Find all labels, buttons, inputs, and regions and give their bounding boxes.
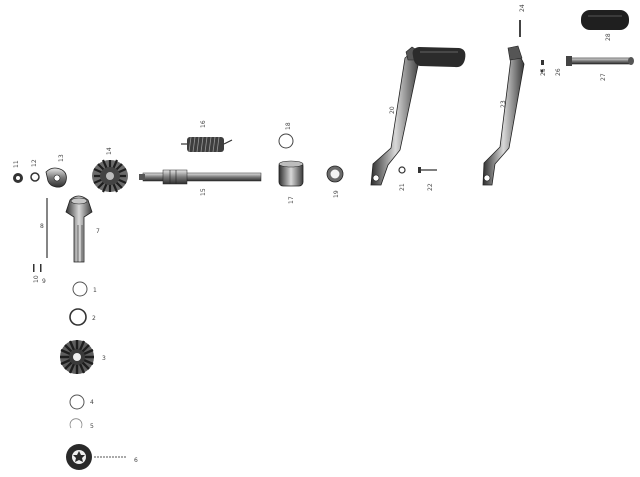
washer-part-10 [33, 264, 35, 272]
spacer-part-9 [40, 264, 42, 272]
part-label-8: 8 [40, 223, 44, 230]
circlip-part-1 [72, 281, 88, 297]
cam-part-13 [45, 167, 67, 188]
footrest-rod-part-27 [566, 56, 634, 66]
spring-clip-part-25 [541, 60, 544, 65]
part-label-12: 12 [31, 159, 38, 167]
part-label-3: 3 [102, 355, 106, 362]
part-label-21: 21 [399, 183, 406, 191]
washer-part-12 [30, 172, 40, 182]
part-label-7: 7 [96, 228, 100, 235]
circlip-part-2 [69, 308, 87, 326]
part-label-6: 6 [134, 457, 138, 464]
bushing-part-17 [278, 160, 304, 187]
toothed-ring-part-6 [66, 444, 127, 470]
part-label-25: 25 [540, 68, 547, 76]
bolt-part-22 [418, 167, 437, 173]
ring-part-18 [278, 133, 294, 149]
shaft-part-15 [139, 169, 262, 185]
part-label-24: 24 [519, 4, 526, 12]
kickstart-lever-part-20 [370, 46, 421, 186]
part-label-15: 15 [200, 188, 207, 196]
part-label-9: 9 [42, 278, 46, 285]
part-label-19: 19 [333, 190, 340, 198]
pinion-shaft-part-7 [65, 195, 93, 263]
part-label-26: 26 [555, 68, 562, 76]
part-label-23: 23 [500, 100, 507, 108]
rubber-grip-part-28 [581, 10, 629, 30]
bevel-gear-part-14 [92, 159, 128, 193]
ratchet-gear-part-3 [60, 340, 94, 374]
part-label-22: 22 [427, 183, 434, 191]
washer-part-11 [13, 173, 23, 183]
part-label-10: 10 [33, 275, 40, 283]
ball-part-26 [540, 69, 544, 73]
part-label-2: 2 [92, 315, 96, 322]
part-label-14: 14 [106, 147, 113, 155]
ring-part-19 [326, 165, 344, 183]
part-label-17: 17 [288, 196, 295, 204]
washer-part-5 [69, 418, 83, 429]
pin-part-21 [398, 166, 406, 174]
kickstart-lever-part-23 [482, 45, 525, 186]
part-label-16: 16 [200, 120, 207, 128]
rubber-grip-part [412, 47, 466, 68]
part-label-5: 5 [90, 423, 94, 430]
part-label-1: 1 [93, 287, 97, 294]
circlip-part-4 [69, 394, 85, 410]
part-label-13: 13 [58, 154, 65, 162]
part-label-20: 20 [389, 106, 396, 114]
part-label-28: 28 [605, 33, 612, 41]
part-label-11: 11 [13, 160, 20, 168]
spring-part-16 [181, 136, 233, 153]
part-label-4: 4 [90, 399, 94, 406]
part-label-27: 27 [600, 73, 607, 81]
part-label-18: 18 [285, 122, 292, 130]
